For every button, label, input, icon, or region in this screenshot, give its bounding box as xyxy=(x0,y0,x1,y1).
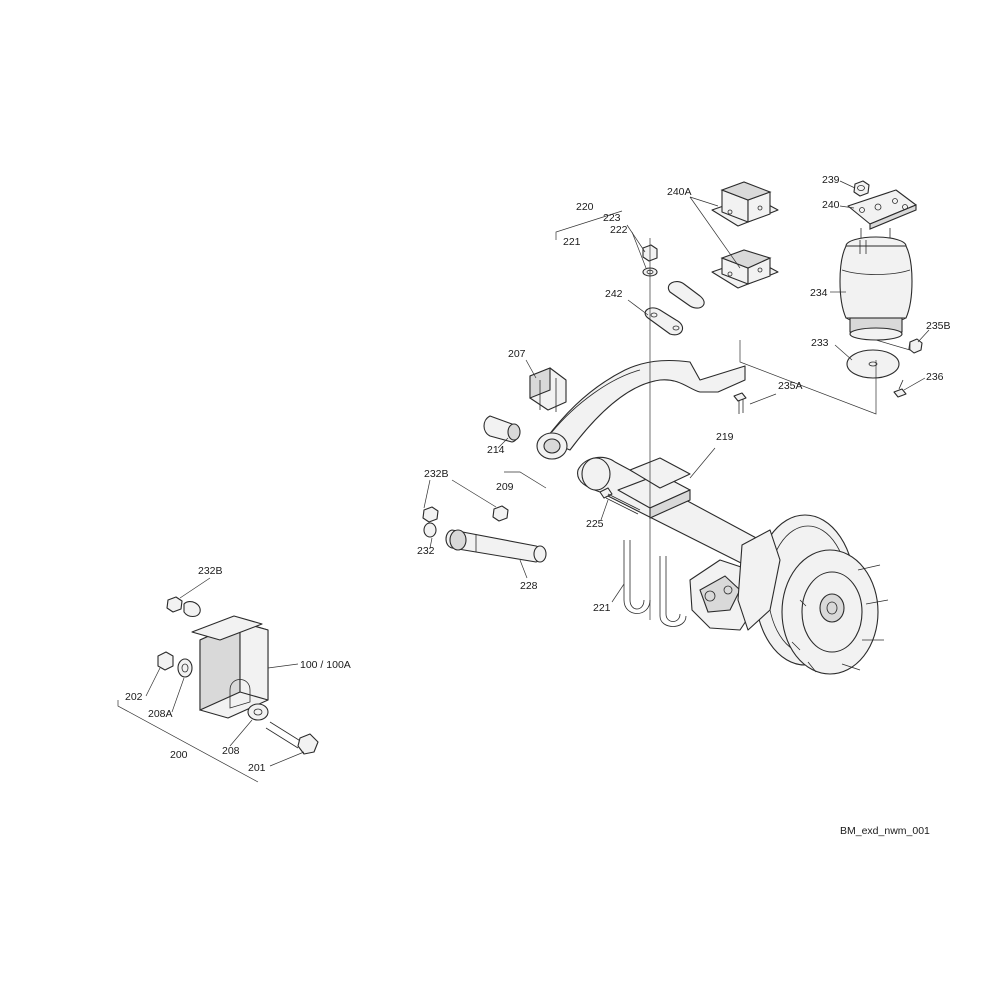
trailing-arm-209 xyxy=(536,359,746,460)
axle-seat-219 xyxy=(617,457,691,519)
washer-208 xyxy=(247,703,269,721)
callout-232B-mid: 232B xyxy=(424,468,449,480)
bracket-240A-lower xyxy=(711,249,779,289)
callout-200: 200 xyxy=(170,749,188,761)
callout-236: 236 xyxy=(926,371,944,383)
callout-208A: 208A xyxy=(148,708,173,720)
callout-221-bottom: 221 xyxy=(593,602,611,614)
leader-lines xyxy=(117,180,930,783)
shock-absorber-228 xyxy=(445,529,547,563)
wheel-studs xyxy=(791,564,889,673)
plate-233 xyxy=(846,349,900,379)
nut-232B-left xyxy=(166,596,201,618)
bolt-201 xyxy=(265,721,319,755)
callout-228: 228 xyxy=(520,580,538,592)
callout-225: 225 xyxy=(586,518,604,530)
bolt-236 xyxy=(893,379,907,398)
callout-239: 239 xyxy=(822,174,840,186)
top-plate-240 xyxy=(847,189,917,240)
callout-220: 220 xyxy=(576,201,594,213)
bushing-214 xyxy=(483,415,521,443)
nut-202 xyxy=(157,651,174,671)
bolt-225 xyxy=(599,487,641,515)
nut-235B xyxy=(908,338,923,354)
callout-209: 209 xyxy=(496,481,514,493)
callout-235B-top: 235B xyxy=(926,320,951,332)
callout-223: 223 xyxy=(603,212,621,224)
bolt-235A xyxy=(733,392,747,414)
bracket-207 xyxy=(529,367,567,412)
nut-232 xyxy=(422,506,439,538)
callout-234: 234 xyxy=(810,287,828,299)
hanger-bracket-100 xyxy=(191,615,269,719)
callout-207: 207 xyxy=(508,348,526,360)
callout-219: 219 xyxy=(716,431,734,443)
callout-222: 222 xyxy=(610,224,628,236)
nut-239 xyxy=(853,180,870,197)
callout-100-100A: 100 / 100A xyxy=(300,659,351,671)
wheel-hub xyxy=(781,549,879,675)
callout-208: 208 xyxy=(222,745,240,757)
air-spring-bellows-234 xyxy=(839,236,913,341)
callout-240: 240 xyxy=(822,199,840,211)
u-bolt-221 xyxy=(623,540,687,627)
bracket-240A-upper xyxy=(711,181,779,227)
link-242 xyxy=(644,281,705,336)
callout-240A: 240A xyxy=(667,186,692,198)
callout-214: 214 xyxy=(487,444,505,456)
callout-202: 202 xyxy=(125,691,143,703)
callout-232: 232 xyxy=(417,545,435,557)
nut-232B-mid xyxy=(492,505,509,522)
callout-221-top: 221 xyxy=(563,236,581,248)
callout-235A: 235A xyxy=(778,380,803,392)
callout-201: 201 xyxy=(248,762,266,774)
drawing-reference: BM_exd_nwm_001 xyxy=(840,825,930,837)
callout-labels: 239 240 240A 220 223 222 221 242 234 235… xyxy=(125,174,951,774)
callout-233: 233 xyxy=(811,337,829,349)
callout-232B-left: 232B xyxy=(198,565,223,577)
washer-208A xyxy=(177,658,193,678)
callout-242: 242 xyxy=(605,288,623,300)
